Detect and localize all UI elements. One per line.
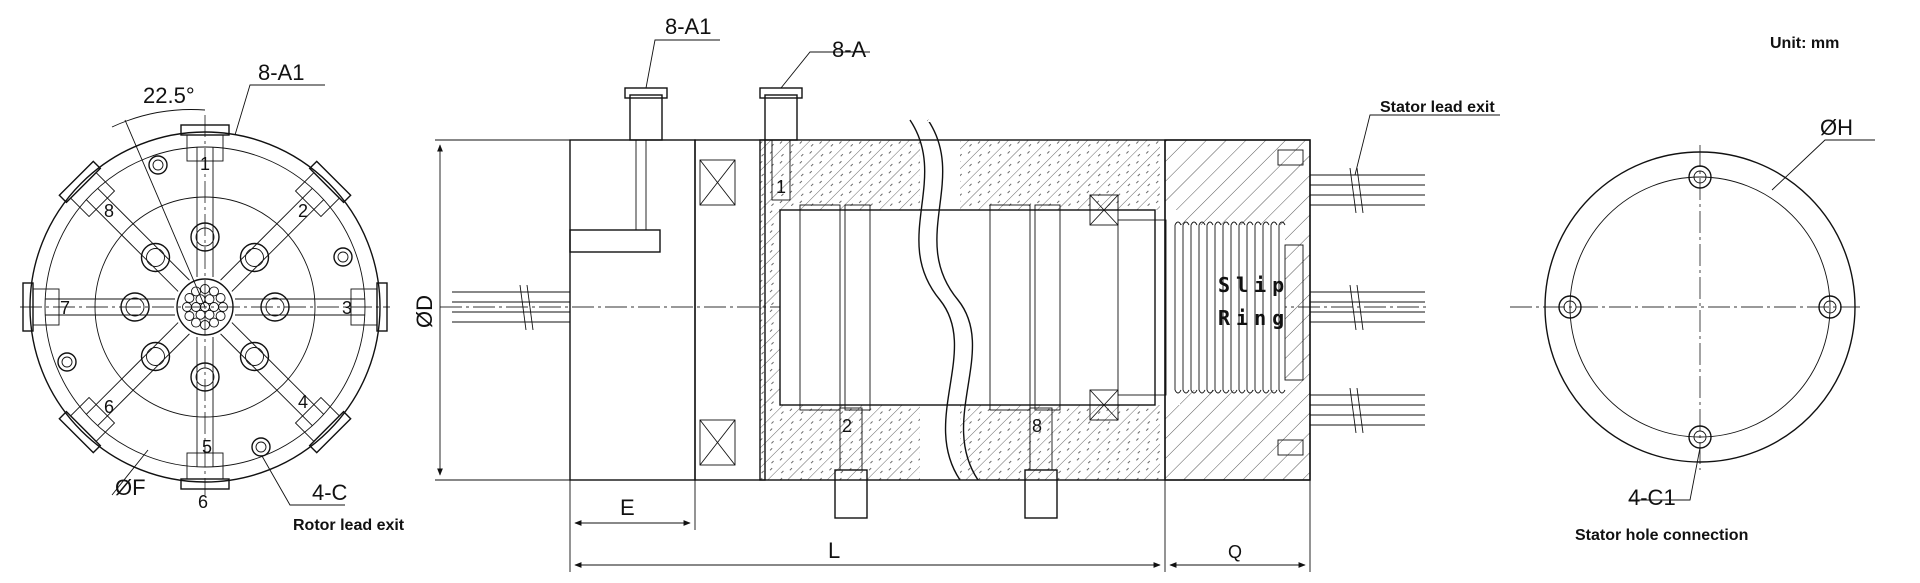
front-hole-callout: 4-C <box>312 480 348 505</box>
side-port-mark-2: 2 <box>842 416 852 436</box>
front-diameter-label: ØF <box>115 475 146 500</box>
inner-hole <box>140 341 171 372</box>
port-num-6: 6 <box>104 397 114 417</box>
inner-hole <box>260 292 290 322</box>
side-callout-a: 8-A <box>832 37 867 62</box>
rotor-wires <box>452 284 570 331</box>
dim-e-label: E <box>620 495 635 520</box>
port-num-2: 2 <box>298 201 308 221</box>
stator-wires <box>1310 167 1425 434</box>
angle-label: 22.5° <box>143 83 195 108</box>
port-num-4: 4 <box>298 392 308 412</box>
rotor-lead-caption: Rotor lead exit <box>293 517 405 534</box>
slip-ring-label-2: Ring <box>1218 306 1290 330</box>
port-spoke <box>220 160 352 292</box>
slip-ring-stack <box>1174 221 1286 394</box>
port-spoke <box>220 322 352 454</box>
front-port-callout: 8-A1 <box>258 60 304 85</box>
port-num-7: 7 <box>60 298 70 318</box>
inner-hole <box>190 222 220 252</box>
dim-q-label: Q <box>1228 542 1242 562</box>
port-spoke <box>58 160 190 292</box>
port-spoke <box>235 282 388 332</box>
port-num-1: 1 <box>200 154 210 174</box>
front-view: 1 2 3 4 5 6 7 8 22.5° 8-A1 ØF 4-C 6 Roto… <box>20 60 405 534</box>
rear-diameter-label: ØH <box>1820 115 1853 140</box>
rear-view: ØH 4-C1 Stator hole connection <box>1510 115 1875 544</box>
inner-holes <box>120 222 290 392</box>
inner-hole <box>239 341 270 372</box>
side-callout-a1: 8-A1 <box>665 14 711 39</box>
rear-hole-callout: 4-C1 <box>1628 485 1676 510</box>
slip-ring-label-1: Slip <box>1218 273 1290 297</box>
unit-label: Unit: mm <box>1770 35 1839 52</box>
inner-hole <box>239 242 270 273</box>
inner-hole <box>120 292 150 322</box>
port-spokes <box>22 124 388 490</box>
port-spoke <box>22 282 175 332</box>
side-diameter-label: ØD <box>412 295 437 328</box>
port-spoke <box>58 322 190 454</box>
side-view: Slip Ring 1 2 8 <box>412 14 1500 572</box>
side-port-mark-8: 8 <box>1032 416 1042 436</box>
front-bottom-label: 6 <box>198 492 208 512</box>
stator-lead-callout: Stator lead exit <box>1380 99 1495 116</box>
dim-l-label: L <box>828 538 840 563</box>
inner-hole <box>140 242 171 273</box>
port-num-5: 5 <box>202 437 212 457</box>
side-port-mark-1: 1 <box>776 177 786 197</box>
wire-bundle <box>182 284 228 330</box>
port-spoke <box>180 337 230 490</box>
inner-hole <box>190 362 220 392</box>
stator-hole-caption: Stator hole connection <box>1575 527 1748 544</box>
port-num-8: 8 <box>104 201 114 221</box>
port-num-3: 3 <box>342 298 352 318</box>
mounting-holes <box>57 155 353 457</box>
port-spoke <box>180 124 230 277</box>
